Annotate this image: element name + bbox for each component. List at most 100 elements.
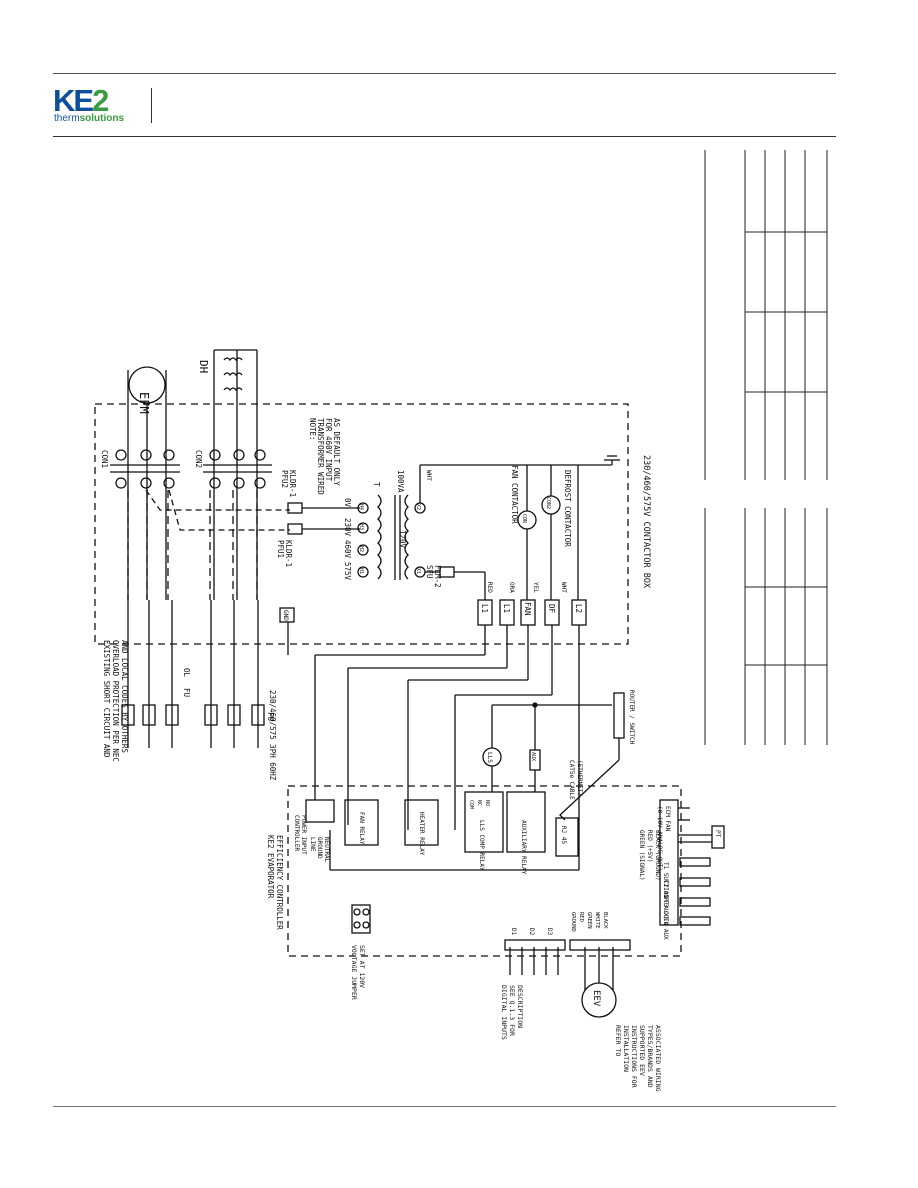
black-ground-label: BLACK (GROUND) <box>654 830 661 881</box>
con1-label: CON1 <box>100 450 109 468</box>
wire-yel: YEL <box>532 582 539 593</box>
ecm-fan-label: ECM FAN <box>664 806 671 832</box>
analog-out-label: (0-10V ANALOG OUT) <box>656 806 663 871</box>
relay-com: COM <box>468 800 474 809</box>
tap-0v: 0V <box>343 498 352 508</box>
fan-contactor-label: FAN CONTACTOR <box>510 465 519 524</box>
refer-3: INSTRUCTIONS FOR <box>630 1025 638 1088</box>
con-coil-label: CON <box>521 514 527 523</box>
va-rating: 100VA <box>396 470 405 493</box>
fan-relay-label: FAN RELAY <box>358 812 365 845</box>
power-input-1: CONTROLLER <box>293 815 300 852</box>
refer-5: TYPES/BRANDS AND <box>646 1025 654 1088</box>
eev-green: GREEN <box>586 912 592 929</box>
relay-nc: NC <box>476 800 482 806</box>
note-4: AS DEFAULT ONLY <box>332 418 341 486</box>
note-3: FOR 460V INPUT <box>324 418 333 482</box>
voltage-jumper-2: SET AT 120V <box>358 945 366 988</box>
wire-wht: WHT <box>560 582 567 593</box>
eev-ground: GROUND <box>570 912 576 932</box>
power-input-2: POWER INPUT <box>300 815 307 855</box>
tap-575v: 575V <box>343 562 352 581</box>
note-1: NOTE: <box>308 418 317 441</box>
logo-mark: KE2 <box>53 83 109 118</box>
controller-outline <box>287 785 682 957</box>
lls-label: LLS <box>486 752 493 763</box>
term-l1a: L1 <box>480 604 489 613</box>
tap-230v: 230V <box>343 518 352 537</box>
tap-h4: H4 <box>358 504 364 510</box>
logo-ke: KE <box>53 83 94 118</box>
relay-no: NO <box>484 800 490 806</box>
pfu1-label: PFU1 <box>276 540 285 558</box>
short-circuit-2: OVERLOAD PROTECTION PER NEC <box>111 640 120 762</box>
wire-red: RED <box>486 582 493 593</box>
t1-suction-label: T1 SUCTION (AUX) <box>662 862 669 920</box>
supply-label: 230/460/575 3PH 60HZ <box>268 690 277 781</box>
green-signal-label: GREEN (SIGNAL) <box>638 830 645 881</box>
fu-label-2: FU <box>266 712 275 721</box>
contactor-box-label: 230/460/575V CONTACTOR BOX <box>641 455 651 589</box>
logo-sub-therm: therm <box>54 113 80 124</box>
logo-divider <box>151 88 152 123</box>
efm-label: EFM <box>137 392 151 414</box>
short-circuit-3: AND LOCAL CODES BY OTHERS <box>120 640 129 753</box>
sfu-label: SFU <box>425 565 434 579</box>
refer-6: ASSOCIATED WIRING <box>654 1025 662 1092</box>
tap-h2: H2 <box>358 546 364 552</box>
tap-h1: H1 <box>358 568 364 574</box>
tap-h3: H3 <box>358 524 364 530</box>
secondary-voltage: 120V <box>398 530 407 549</box>
fu-label-1: FU <box>182 688 191 697</box>
defrost-contactor-label: DEFROST CONTACTOR <box>563 470 572 547</box>
wht-label: WHT <box>425 470 432 481</box>
heater-coil-2 <box>223 372 243 377</box>
supply-fuses <box>121 600 265 748</box>
rj45-label: RJ 45 <box>560 826 567 844</box>
voltage-jumper-1: VOLTAGE JUMPER <box>350 945 358 1000</box>
heater-relay-label: HEATER RELAY <box>418 812 425 856</box>
bottom-rule <box>53 1106 836 1107</box>
cable-label-2: (ETHERNET) <box>576 760 583 796</box>
controller-title-1: KE2 EVAPORATOR <box>266 835 275 899</box>
lls-relay-label: LLS COMP RELAY <box>478 820 485 871</box>
router-label: ROUTER / SWITCH <box>628 690 635 745</box>
pt-label: PT <box>714 830 721 838</box>
eev-white: WHITE <box>594 912 600 929</box>
x2-label: X2 <box>415 504 421 510</box>
dh-label: DH <box>197 360 210 373</box>
ol-label: OL <box>182 668 191 678</box>
term-df: DF <box>547 604 556 614</box>
con2-coil-label: CON2 <box>545 497 551 509</box>
x1-label: X1 <box>415 568 421 574</box>
refer-2: INSTALLATION <box>622 1025 630 1072</box>
digital-inputs-1: DIGITAL INPUTS <box>500 985 508 1040</box>
refer-4: SUPPORTED EEV <box>638 1025 646 1076</box>
logo-2: 2 <box>92 83 109 118</box>
t3-coil-label: T3 COIL <box>662 900 669 926</box>
heater-coil-3 <box>223 387 243 392</box>
aux-relay-label: AUXILIARY RELAY <box>520 820 527 875</box>
refer-1: REFER TO <box>614 1025 622 1056</box>
t4-aux-label: T4 AUX <box>662 918 669 940</box>
pfu2-label: PFU2 <box>280 470 289 488</box>
note-2: TRANSFORMER WIRED <box>316 418 325 495</box>
short-circuit-1: EXISTING SHORT CIRCUIT AND <box>102 640 111 758</box>
red-5v-label: RED (+5V) <box>646 830 653 863</box>
gnd-label: GND <box>282 610 289 621</box>
wire-ora: ORA <box>508 582 515 593</box>
top-rule <box>53 73 836 74</box>
heater-coil-1 <box>223 357 243 362</box>
eev-black: BLACK <box>602 912 608 929</box>
digital-inputs-3: DESCRIPTION <box>516 985 524 1028</box>
logo-sub-solutions: solutions <box>79 113 125 124</box>
di-3-label: D3 <box>546 928 553 936</box>
controller-title-2: EFFICIENCY CONTROLLER <box>275 835 284 930</box>
logo-subtitle: thermsolutions <box>54 113 124 125</box>
digital-inputs-2: SEE Q.1.3 FOR <box>508 985 516 1036</box>
di-2-label: D2 <box>528 928 535 936</box>
sfu-type: FLM-2 <box>433 565 442 588</box>
